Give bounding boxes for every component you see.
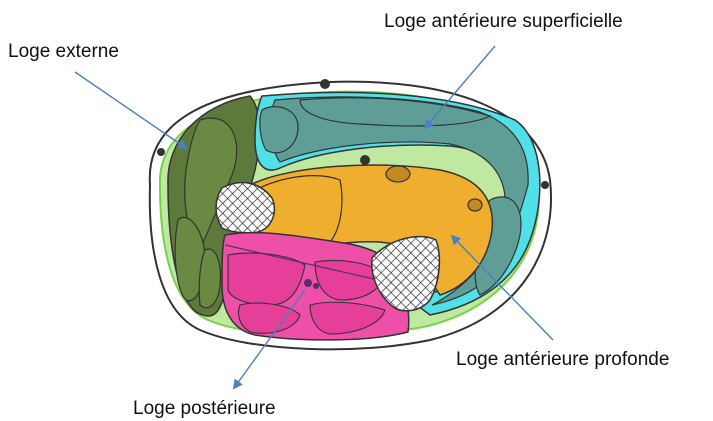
label-external: Loge externe — [8, 42, 119, 61]
label-anterior-superficial: Loge antérieure superficielle — [384, 12, 623, 31]
label-anterior-deep: Loge antérieure profonde — [456, 350, 669, 369]
label-posterior: Loge postérieure — [133, 399, 276, 418]
arrow-external — [75, 72, 186, 148]
